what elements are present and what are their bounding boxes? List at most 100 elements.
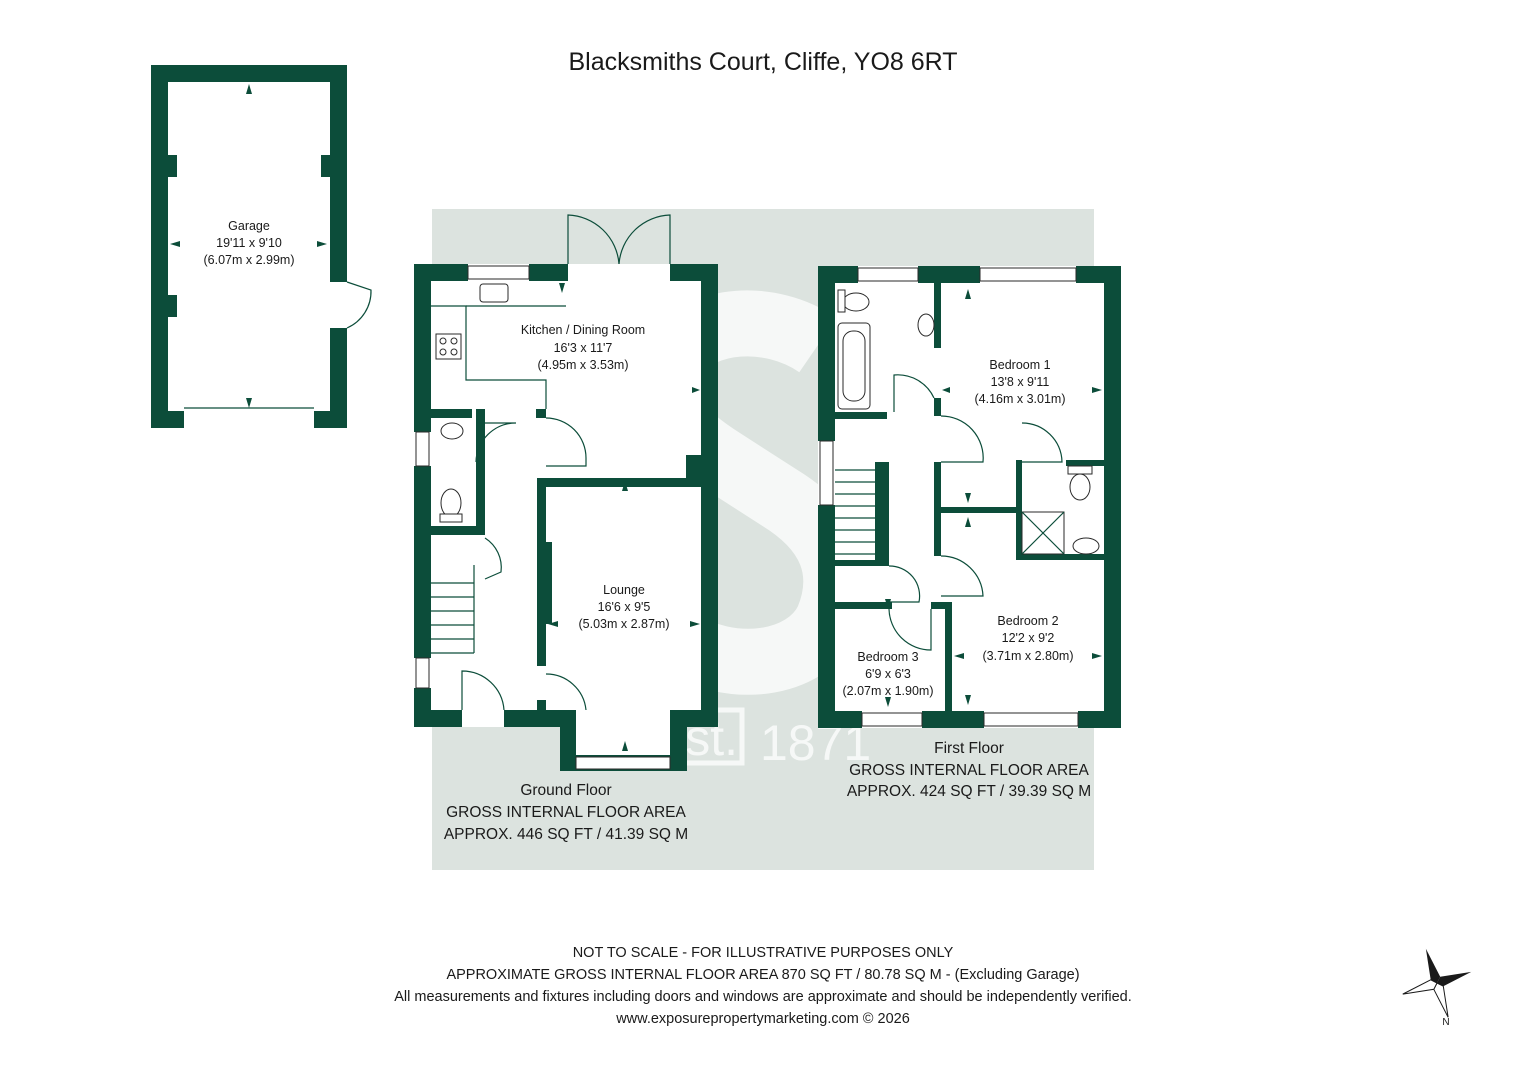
dimension-arrow (622, 481, 628, 491)
kitchen-name: Kitchen / Dining Room (521, 323, 645, 337)
wall (686, 455, 701, 479)
page-title: Blacksmiths Court, Cliffe, YO8 6RT (568, 48, 957, 76)
bedroom2-metric: (3.71m x 2.80m) (982, 649, 1073, 663)
door (888, 608, 932, 651)
wall (529, 264, 568, 281)
garage-name: Garage (228, 219, 270, 233)
wall (1022, 554, 1104, 560)
window (415, 657, 430, 689)
wall (1078, 711, 1121, 728)
bedroom3-imperial: 6'9 x 6'3 (865, 667, 911, 681)
bedroom2-imperial: 12'2 x 9'2 (1002, 631, 1055, 645)
garage-imperial: 19'11 x 9'10 (216, 236, 282, 250)
garage-pier (321, 155, 330, 177)
door (545, 417, 587, 467)
bedroom3-name: Bedroom 3 (857, 650, 918, 664)
wall (414, 409, 472, 418)
first-floor-area-label: GROSS INTERNAL FLOOR AREA (849, 762, 1089, 779)
wall (414, 466, 431, 658)
wall (670, 710, 718, 727)
wall (476, 409, 485, 534)
wall (941, 507, 1017, 513)
toilet-cistern (439, 513, 463, 523)
basin-icon (1072, 537, 1100, 555)
window (467, 265, 530, 280)
garage-wall-right-lower (330, 328, 347, 428)
dimension-arrow (965, 493, 971, 503)
website-copyright: www.exposurepropertymarketing.com © 2026 (615, 1011, 910, 1027)
hob-ring (450, 337, 458, 345)
garage-metric: (6.07m x 2.99m) (203, 253, 294, 267)
door (484, 537, 502, 580)
wall (875, 462, 889, 564)
dimension-arrow (246, 398, 252, 408)
wall (546, 542, 552, 624)
toilet-icon (842, 292, 870, 312)
window (983, 712, 1079, 727)
wall (818, 505, 835, 728)
door (940, 555, 984, 597)
ground-floor-plan: Kitchen / Dining Room 16'3 x 11'7 (4.95m… (414, 214, 718, 843)
stairs (835, 469, 875, 555)
kitchen-imperial: 16'3 x 11'7 (554, 341, 613, 355)
door (1021, 422, 1063, 463)
dimension-arrow (559, 283, 565, 293)
window (857, 267, 919, 282)
first-floor-plan: Bedroom 1 13'8 x 9'11 (4.16m x 3.01m) Be… (818, 266, 1121, 800)
bedroom1-metric: (4.16m x 3.01m) (974, 392, 1065, 406)
french-door (567, 214, 620, 265)
wall (1104, 266, 1121, 728)
door (893, 374, 935, 412)
window (979, 267, 1077, 282)
hob-ring (439, 337, 447, 345)
garage-wall-top (151, 65, 347, 82)
front-door (461, 670, 505, 711)
wall (934, 283, 941, 348)
bedroom2-name: Bedroom 2 (997, 614, 1058, 628)
compass-label: N (1442, 1017, 1449, 1028)
toilet-cistern (837, 289, 846, 313)
bath-inner (842, 330, 866, 402)
garage-plan: Garage 19'11 x 9'10 (6.07m x 2.99m) (151, 65, 372, 428)
wall (1066, 460, 1104, 466)
dimension-arrow (1092, 653, 1102, 659)
hob-icon (435, 333, 462, 360)
toilet-cistern (1067, 465, 1093, 475)
ground-floor-area: APPROX. 446 SQ FT / 41.39 SQ M (444, 826, 688, 843)
wall (414, 710, 462, 727)
compass-north-icon (1402, 948, 1472, 1018)
garage-wall-bottom-left (151, 411, 184, 428)
dimension-arrow (170, 241, 180, 247)
dimension-arrow (622, 741, 628, 751)
window (861, 712, 923, 727)
dimension-arrow (965, 695, 971, 705)
ground-floor-name: Ground Floor (520, 782, 611, 799)
bay-window (575, 756, 671, 770)
garage-pier (168, 155, 177, 177)
toilet-icon (1069, 473, 1091, 501)
garage-wall-bottom-right (314, 411, 347, 428)
bedroom1-imperial: 13'8 x 9'11 (991, 375, 1050, 389)
disclaimer-line-1: NOT TO SCALE - FOR ILLUSTRATIVE PURPOSES… (573, 945, 954, 961)
window (415, 431, 430, 467)
door (545, 673, 587, 711)
ground-floor-area-label: GROSS INTERNAL FLOOR AREA (446, 804, 686, 821)
wall (537, 478, 546, 666)
dimension-arrow (317, 241, 327, 247)
lounge-name: Lounge (603, 583, 645, 597)
dimension-arrow (965, 289, 971, 299)
dimension-arrow (692, 387, 700, 393)
door (475, 422, 517, 463)
dimension-arrow (885, 599, 891, 609)
dimension-arrow (942, 387, 950, 393)
wall (536, 409, 546, 418)
basin-icon (917, 313, 935, 337)
wall (918, 266, 980, 283)
wall (835, 602, 892, 609)
wall (922, 711, 984, 728)
wall (835, 560, 889, 566)
dimension-arrow (1092, 387, 1102, 393)
window (819, 440, 834, 506)
wall (818, 266, 835, 441)
